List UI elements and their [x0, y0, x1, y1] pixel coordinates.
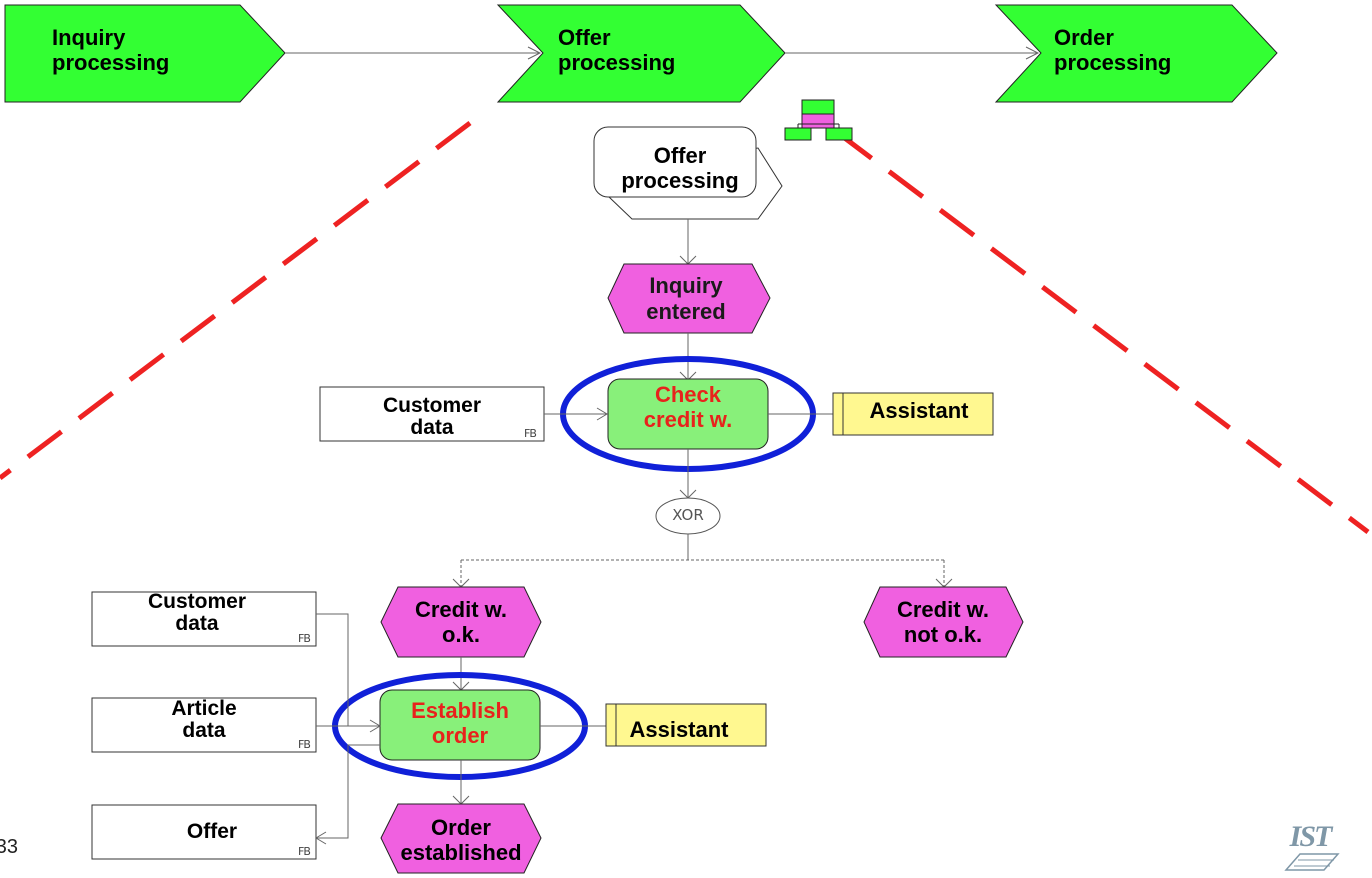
data-customer-1-fb-tag: FB	[524, 427, 537, 440]
ist-logo: IST	[1280, 820, 1340, 872]
data-customer-1-label: Customer data	[382, 393, 482, 439]
role-assistant-2-label: Assistant	[629, 717, 729, 743]
data-offer-fb-tag: FB	[298, 845, 311, 858]
data-customer-2-shape[interactable]	[91, 591, 317, 647]
function-check-credit-label: Check credit w.	[643, 381, 733, 432]
data-article-label: Article data	[171, 696, 237, 742]
event-order-established-label: Order established	[400, 814, 522, 865]
data-offer-label: Offer	[186, 819, 238, 843]
data-customer-1-shape[interactable]	[319, 386, 545, 442]
value-chain-inquiry-label: Inquiry processing	[52, 24, 170, 75]
page-number: 33	[0, 836, 18, 858]
process-interface-offer[interactable]	[593, 126, 783, 220]
data-offer-shape[interactable]	[91, 804, 317, 860]
value-chain-offer-shape[interactable]	[496, 4, 786, 103]
assignment-hierarchy-icon[interactable]	[784, 99, 853, 141]
role-assistant-1-shape[interactable]	[832, 392, 994, 436]
zoom-line-left	[0, 121, 472, 480]
data-customer-2-fb-tag: FB	[298, 632, 311, 645]
ist-logo-swoosh	[1284, 853, 1340, 871]
data-article-fb-tag: FB	[298, 738, 311, 751]
event-credit-ok-label: Credit w. o.k.	[414, 596, 508, 647]
zoom-line-right	[836, 131, 1370, 534]
value-chain-inquiry-shape[interactable]	[4, 4, 286, 103]
event-credit-ok-shape[interactable]	[380, 586, 542, 658]
data-customer-2-label: Customer data	[147, 589, 247, 635]
event-credit-not-ok-shape[interactable]	[863, 586, 1024, 658]
role-assistant-1-label: Assistant	[869, 398, 969, 424]
value-chain-order-shape[interactable]	[994, 4, 1278, 103]
event-credit-not-ok-label: Credit w. not o.k.	[896, 596, 990, 647]
value-chain-offer-label: Offer processing	[558, 24, 676, 75]
event-inquiry-entered-label: Inquiry entered	[646, 273, 726, 324]
value-chain-order-label: Order processing	[1054, 24, 1172, 75]
event-order-established-shape[interactable]	[380, 803, 542, 874]
function-establish-order-label: Establish order	[411, 697, 509, 748]
event-inquiry-entered-shape[interactable]	[607, 263, 771, 334]
function-establish-order-shape[interactable]	[379, 689, 541, 761]
data-article-shape[interactable]	[91, 697, 317, 753]
ist-logo-text: IST	[1289, 820, 1333, 853]
xor-label: XOR	[672, 506, 704, 525]
process-interface-label: Offer processing	[621, 142, 739, 193]
role-assistant-2-shape[interactable]	[605, 703, 767, 747]
